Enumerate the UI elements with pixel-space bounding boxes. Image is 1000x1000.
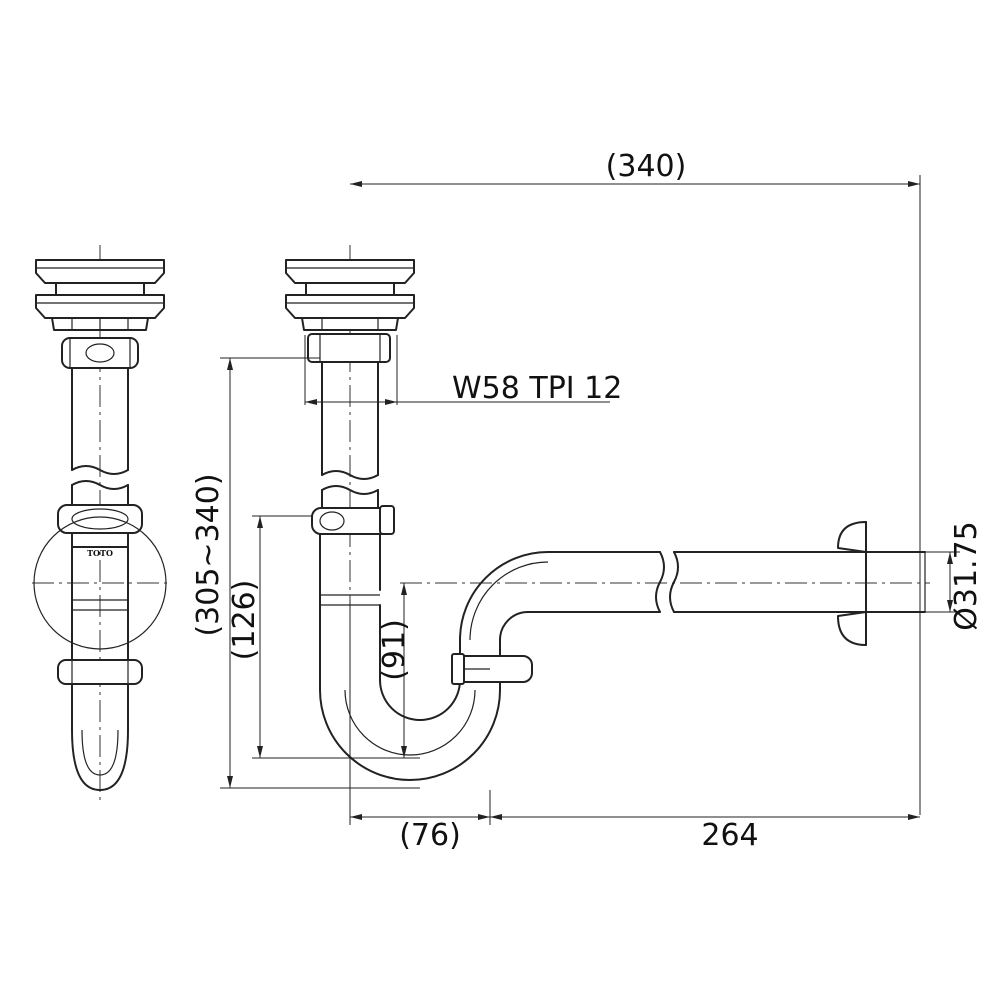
thread-spec-label: W58 TPI 12: [452, 371, 622, 406]
front-view: TOTO: [32, 245, 168, 805]
front-brand-mark: TOTO: [87, 548, 113, 558]
trap-offset-label: (76): [399, 818, 461, 853]
wall-projection-label: 264: [701, 818, 758, 853]
trap-height-label: (126): [227, 580, 262, 661]
side-view: [285, 245, 930, 781]
drain-height-range-label: (305~340): [191, 473, 226, 636]
dimension-lines: [220, 175, 960, 825]
overall-width-label: (340): [606, 149, 687, 184]
pipe-diameter-label: Ø31.75: [949, 521, 984, 631]
trap-depth-label: (91): [377, 619, 412, 681]
